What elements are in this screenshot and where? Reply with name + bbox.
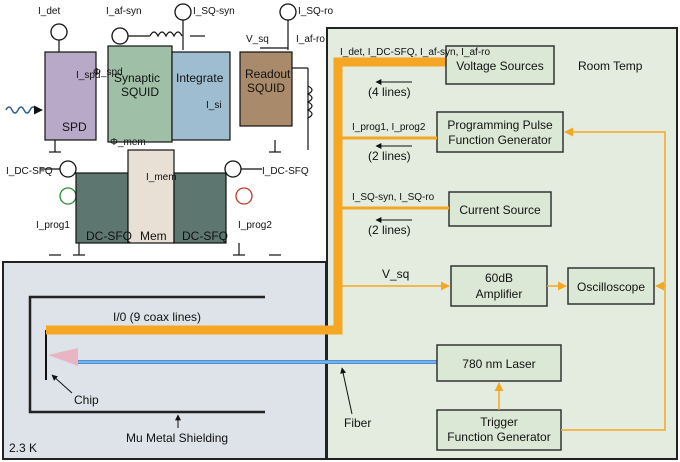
vsq-label: V_sq — [382, 267, 409, 281]
ground-symbols — [49, 151, 281, 256]
i-prog1-label: I_prog1 — [36, 220, 70, 231]
phi-spd-label: Φ_spd — [93, 67, 123, 78]
i-spd-label: I_spd — [76, 70, 100, 81]
readout-label-1: Readout — [245, 67, 291, 81]
i-afro-label: I_af-ro — [296, 34, 325, 45]
io-label: I/0 (9 coax lines) — [113, 310, 201, 324]
voltage-line-count: (4 lines) — [368, 85, 411, 99]
voltage-signals-label: I_det, I_DC-SFQ, I_af-syn, I_af-ro — [340, 47, 490, 58]
coax-bundle — [46, 57, 446, 335]
i-sqsyn-label: I_SQ-syn — [193, 6, 235, 17]
dcsfq-right-label: DC-SFQ — [182, 229, 228, 243]
room-temp-label: Room Temp — [578, 59, 643, 73]
readout-squid-block — [239, 51, 293, 127]
laser-box: 780 nm Laser — [436, 344, 562, 382]
temp-label: 2.3 K — [9, 441, 37, 455]
voltage-sources-box: Voltage Sources — [445, 45, 555, 85]
trigger-box: Trigger Function Generator — [436, 409, 562, 451]
trigger-to-scope — [561, 281, 666, 431]
spd-block — [44, 51, 97, 141]
chip-light-cone — [48, 348, 78, 366]
i-sqro-label: I_SQ-ro — [298, 6, 333, 17]
i-dcsfq-left-label: I_DC-SFQ — [6, 166, 53, 177]
synaptic-label-1: Synaptic — [114, 71, 160, 85]
fiber-pointer — [340, 367, 353, 415]
i-prog2-label: I_prog2 — [238, 220, 272, 231]
i-mem-label: I_mem — [146, 172, 177, 183]
integrate-label: Integrate — [176, 71, 224, 85]
phi-mem-label: Φ_mem — [110, 137, 146, 148]
dcsfq-left-block — [75, 172, 129, 244]
integrate-block — [171, 51, 231, 141]
mu-metal-shield — [28, 295, 265, 414]
circuit-wiring — [40, 20, 309, 255]
readout-label-2: SQUID — [247, 81, 285, 95]
mem-label: Mem — [140, 229, 167, 243]
amplifier-label-1: 60dB — [485, 271, 513, 285]
prog-signals-label: I_prog1, I_prog2 — [352, 122, 426, 133]
trigger-label-2: Function Generator — [447, 430, 550, 444]
fiber-label: Fiber — [344, 416, 371, 430]
current-source-box: Current Source — [448, 191, 552, 227]
laser-label: 780 nm Laser — [462, 357, 535, 371]
synaptic-label-2: SQUID — [121, 85, 159, 99]
mem-block — [127, 149, 175, 244]
programming-pulse-label-1: Programming Pulse — [447, 118, 553, 132]
current-signals-label: I_SQ-syn, I_SQ-ro — [352, 192, 435, 203]
current-source-label: Current Source — [459, 203, 541, 217]
i-afsyn-label: I_af-syn — [106, 6, 142, 17]
inductor-coils — [149, 31, 313, 119]
amplifier-label-2: Amplifier — [476, 287, 523, 301]
spd-label: SPD — [62, 120, 87, 134]
current-line-count: (2 lines) — [368, 223, 411, 237]
current-source-symbols — [50, 3, 297, 205]
photon-wave — [5, 105, 43, 115]
amplifier-box: 60dB Amplifier — [450, 265, 548, 307]
shield-label: Mu Metal Shielding — [126, 431, 228, 445]
i-si-label: I_si — [206, 100, 222, 111]
chip-pointer — [51, 374, 73, 394]
oscilloscope-box: Oscilloscope — [567, 267, 655, 305]
dcsfq-right-block — [173, 172, 227, 244]
v-sq-label: V_sq — [246, 34, 269, 45]
synaptic-squid-block — [107, 45, 173, 143]
trigger-to-prog — [564, 127, 666, 286]
programming-pulse-label-2: Function Generator — [448, 133, 551, 147]
i-dcsfq-right-label: I_DC-SFQ — [262, 166, 309, 177]
trigger-label-1: Trigger — [480, 415, 518, 429]
dcsfq-left-label: DC-SFQ — [86, 229, 132, 243]
prog-line-count: (2 lines) — [368, 149, 411, 163]
programming-pulse-box: Programming Pulse Function Generator — [436, 111, 564, 153]
i-det-label: I_det — [38, 6, 60, 17]
voltage-sources-label: Voltage Sources — [456, 59, 543, 73]
oscilloscope-label: Oscilloscope — [577, 280, 645, 294]
chip-label: Chip — [74, 393, 99, 407]
